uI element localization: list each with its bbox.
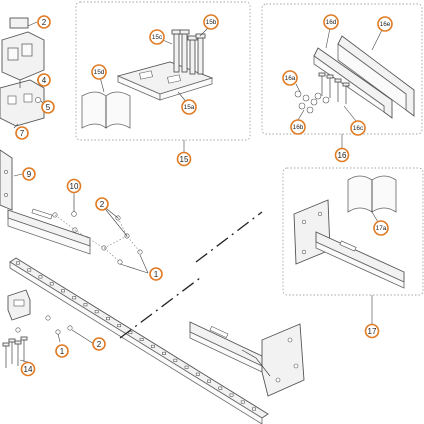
callout-7: 7	[15, 126, 29, 140]
callout-9: 9	[22, 167, 36, 181]
callout-17a: 17a	[373, 220, 389, 236]
rail-perforation	[162, 351, 166, 355]
kit-box-17	[282, 167, 424, 296]
open-book-icon	[347, 175, 397, 213]
perforated-rail	[9, 257, 269, 424]
svg-text:16e: 16e	[380, 21, 391, 28]
rail-perforation	[150, 344, 155, 348]
mounting-bracket-plate-15a	[116, 61, 214, 101]
callout-16c: 16c	[350, 120, 366, 136]
svg-text:2: 2	[100, 200, 105, 209]
rail-perforation	[117, 324, 122, 328]
callout-1: 1	[149, 267, 163, 281]
rail-perforation	[184, 365, 189, 369]
alignment-line-upper	[195, 211, 263, 263]
clamp-assembly-top	[0, 17, 45, 127]
callout-16: 16	[334, 147, 350, 163]
rail-perforation	[229, 393, 234, 397]
rail-perforation	[83, 303, 88, 307]
rail-perforation	[94, 310, 99, 314]
svg-text:1: 1	[60, 347, 65, 356]
rail-perforation	[128, 331, 133, 335]
svg-text:16a: 16a	[285, 75, 296, 82]
rail-perforation	[106, 317, 110, 321]
fastener-cluster	[52, 212, 143, 265]
callout-5: 5	[41, 100, 55, 114]
rail-perforation	[72, 296, 77, 300]
rail-perforation	[27, 268, 32, 272]
rail-perforation	[240, 400, 245, 404]
hardware-kit-16	[294, 72, 350, 114]
svg-text:15b: 15b	[206, 19, 217, 26]
rail-upper	[7, 208, 91, 255]
rail-perforation	[195, 372, 200, 376]
svg-text:9: 9	[27, 170, 32, 179]
rail-perforation	[38, 275, 43, 279]
callout-4: 4	[37, 73, 51, 87]
svg-text:16b: 16b	[293, 124, 304, 131]
rail-perforation	[252, 407, 256, 411]
callout-15: 15	[176, 151, 192, 167]
mounting-plate-left	[0, 149, 13, 211]
svg-text:15: 15	[180, 155, 189, 164]
rail-perforation	[61, 289, 65, 293]
callout-2: 2	[37, 15, 51, 29]
callout-16b: 16b	[290, 119, 306, 135]
svg-text:2: 2	[42, 18, 47, 27]
svg-text:15d: 15d	[94, 69, 105, 76]
svg-text:16: 16	[338, 151, 347, 160]
callout-2: 2	[95, 197, 109, 211]
bolt-set-15b	[171, 29, 206, 75]
callout-15c: 15c	[149, 29, 165, 45]
callout-15a: 15a	[181, 99, 197, 115]
angle-bracket-16e	[337, 35, 415, 117]
callout-15d: 15d	[91, 64, 107, 80]
svg-text:14: 14	[24, 365, 33, 374]
rail-perforation	[49, 282, 54, 286]
callout-16a: 16a	[282, 70, 298, 86]
kit-box-16	[261, 3, 423, 135]
rail-perforation	[173, 358, 178, 362]
extension-arm	[189, 321, 305, 397]
svg-text:16c: 16c	[353, 125, 364, 132]
svg-text:10: 10	[70, 182, 79, 191]
svg-text:2: 2	[97, 340, 102, 349]
alignment-line-lower	[119, 277, 201, 339]
callout-15b: 15b	[203, 14, 219, 30]
callout-10: 10	[66, 178, 82, 194]
rail-perforation	[207, 379, 211, 383]
callout-17: 17	[364, 323, 380, 339]
callout-1: 1	[55, 344, 69, 358]
bolt-10	[71, 196, 77, 217]
svg-text:16d: 16d	[326, 19, 337, 26]
svg-text:17a: 17a	[376, 225, 387, 232]
svg-text:1: 1	[154, 270, 159, 279]
svg-text:4: 4	[42, 76, 47, 85]
bracket-small	[7, 289, 31, 321]
svg-text:15c: 15c	[152, 34, 163, 41]
rail-perforation	[16, 261, 20, 265]
svg-text:5: 5	[46, 103, 51, 112]
rail-perforation	[218, 386, 223, 390]
callout-16e: 16e	[377, 16, 393, 32]
rail-perforation	[139, 337, 144, 341]
callout-2: 2	[92, 337, 106, 351]
svg-text:15a: 15a	[184, 104, 195, 111]
svg-text:7: 7	[20, 129, 25, 138]
callout-16d: 16d	[323, 14, 339, 30]
svg-text:17: 17	[368, 327, 377, 336]
nut-group	[15, 315, 73, 335]
wall-bracket-17	[293, 199, 405, 289]
open-book-icon	[81, 91, 131, 129]
screw-set	[2, 336, 28, 368]
callout-14: 14	[20, 361, 36, 377]
